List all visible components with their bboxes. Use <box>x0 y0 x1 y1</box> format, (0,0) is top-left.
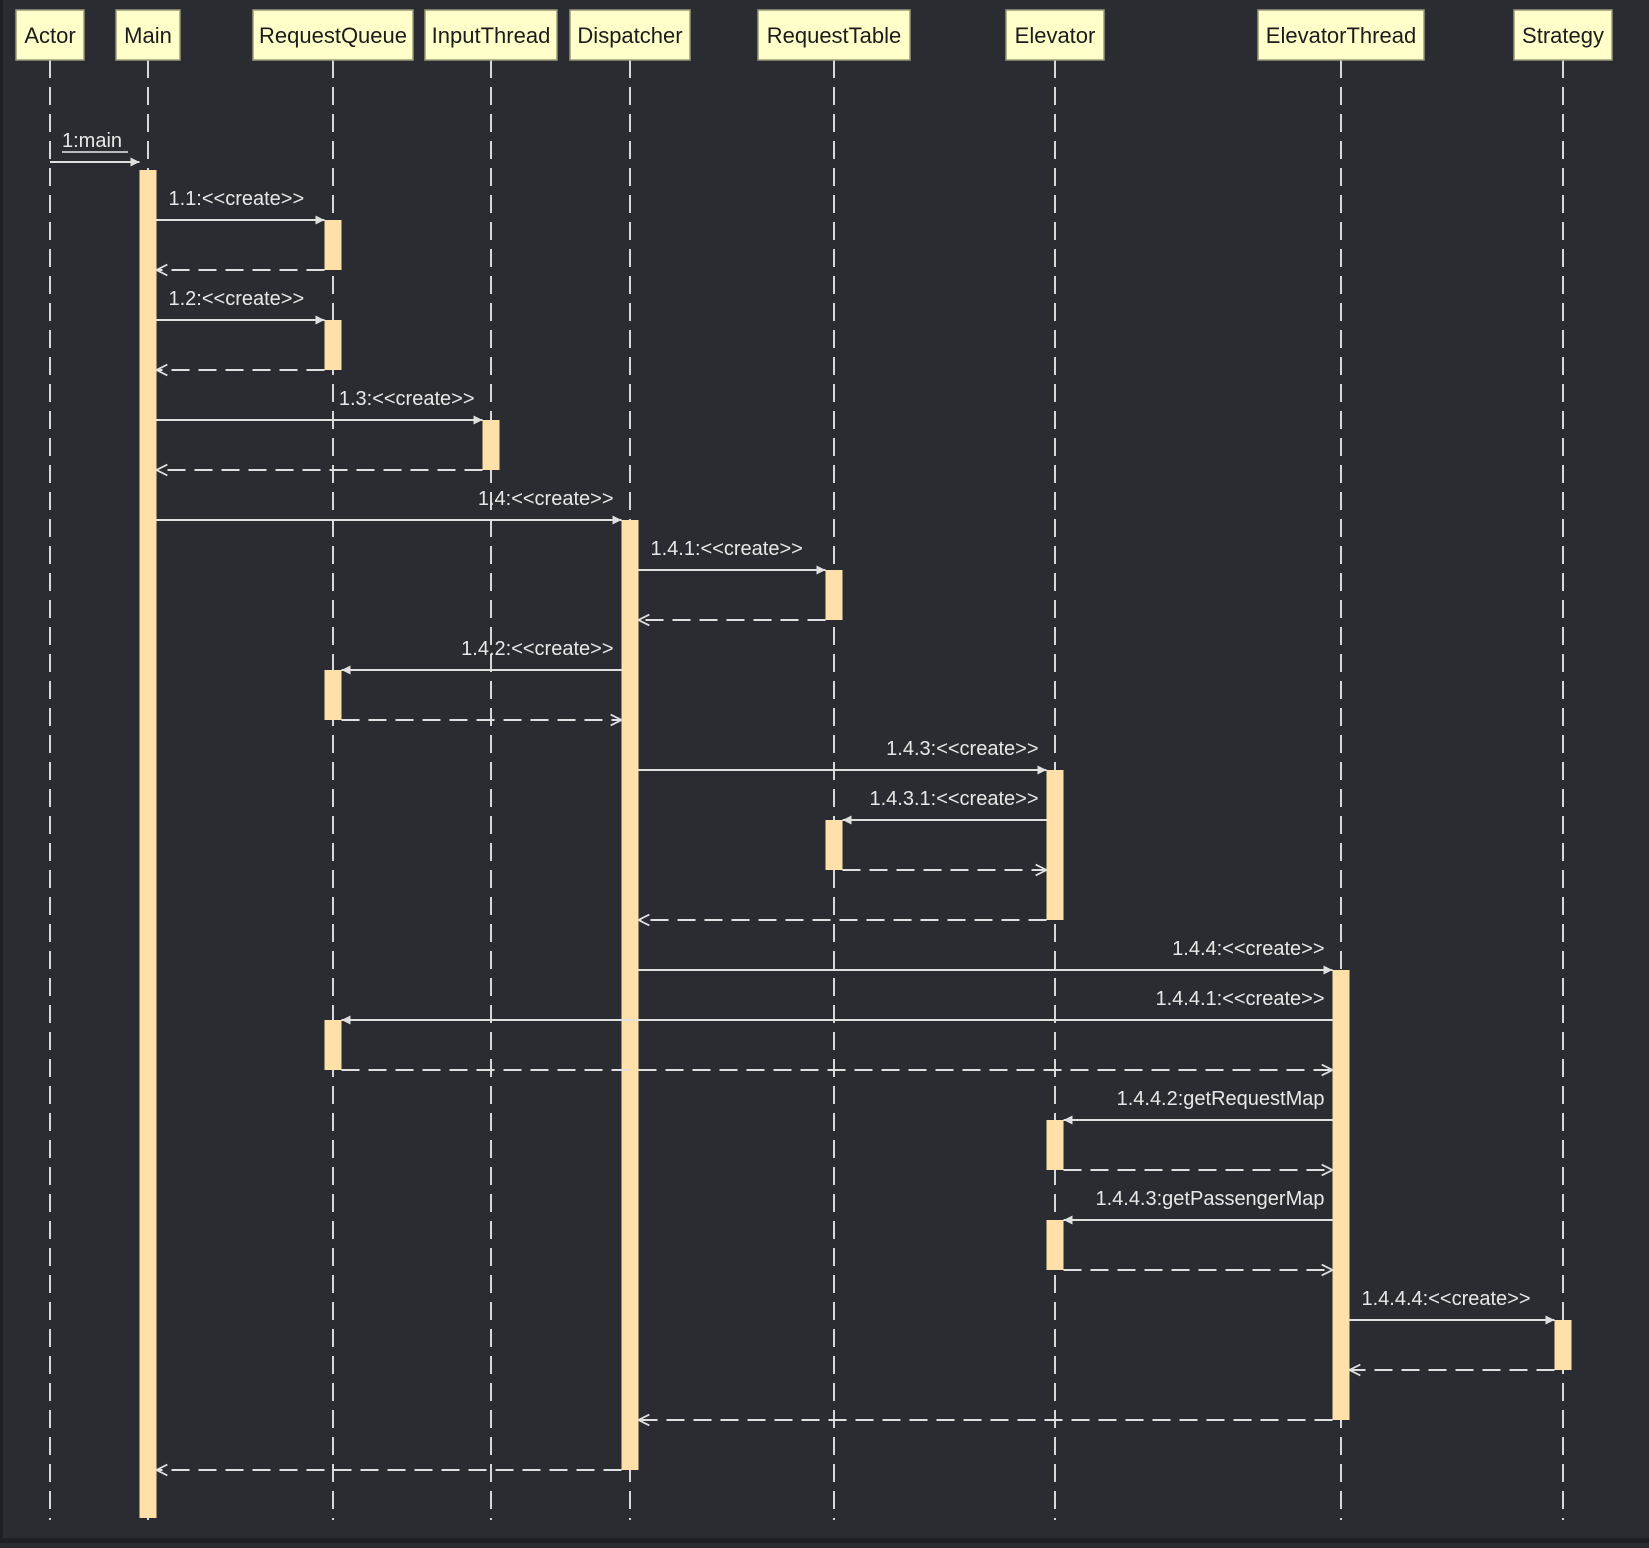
participant-box-inputthread <box>424 9 558 61</box>
activation-bar-requestqueue <box>324 670 342 720</box>
message-label-elevatorthread-to-strategy: 1.4.4.4:<<create>> <box>1362 1288 1531 1310</box>
message-label-elevatorthread-to-elevator: 1.4.4.2:getRequestMap <box>1117 1088 1325 1110</box>
activation-bar-inputthread <box>482 420 500 470</box>
activation-bar-elevatorthread <box>1332 970 1350 1420</box>
participant-label-inputthread: InputThread <box>432 23 551 48</box>
activation-bar-requestqueue <box>324 320 342 370</box>
message-label-elevatorthread-to-elevator: 1.4.4.3:getPassengerMap <box>1095 1188 1324 1210</box>
activation-bar-elevator <box>1046 770 1064 920</box>
participant-box-elevatorthread <box>1257 9 1425 61</box>
message-label-dispatcher-to-elevator: 1.4.3:<<create>> <box>886 738 1038 760</box>
participant-label-elevator: Elevator <box>1015 23 1096 48</box>
message-label-main-to-requestqueue: 1.2:<<create>> <box>169 288 305 310</box>
message-label-dispatcher-to-requestqueue: 1.4.2:<<create>> <box>461 638 613 660</box>
participant-box-requestqueue <box>252 9 414 61</box>
message-label-actor-to-main: 1:main <box>62 130 122 152</box>
participant-label-actor: Actor <box>24 23 75 48</box>
message-label-dispatcher-to-elevatorthread: 1.4.4:<<create>> <box>1172 938 1324 960</box>
participant-label-requesttable: RequestTable <box>767 23 902 48</box>
participant-box-requesttable <box>757 9 911 61</box>
participant-box-strategy <box>1513 9 1613 61</box>
message-label-main-to-dispatcher: 1.4:<<create>> <box>478 488 614 510</box>
activation-bar-requestqueue <box>324 220 342 270</box>
participant-box-main <box>115 9 181 61</box>
participant-box-actor <box>15 9 85 61</box>
frame-left-edge <box>0 0 3 1543</box>
activation-bar-elevator <box>1046 1120 1064 1170</box>
message-label-elevator-to-requesttable: 1.4.3.1:<<create>> <box>869 788 1038 810</box>
message-label-elevatorthread-to-requestqueue: 1.4.4.1:<<create>> <box>1155 988 1324 1010</box>
participant-box-dispatcher <box>569 9 691 61</box>
message-label-main-to-inputthread: 1.3:<<create>> <box>339 388 475 410</box>
activation-bar-requesttable <box>825 820 843 870</box>
participant-label-dispatcher: Dispatcher <box>577 23 682 48</box>
participant-label-requestqueue: RequestQueue <box>259 23 407 48</box>
participant-label-strategy: Strategy <box>1522 23 1604 48</box>
message-label-main-to-requestqueue: 1.1:<<create>> <box>169 188 305 210</box>
activation-bar-requestqueue <box>324 1020 342 1070</box>
frame-bottom-edge <box>0 1538 1649 1543</box>
message-label-dispatcher-to-requesttable: 1.4.1:<<create>> <box>651 538 803 560</box>
activation-bar-requesttable <box>825 570 843 620</box>
participant-label-elevatorthread: ElevatorThread <box>1266 23 1416 48</box>
participant-label-main: Main <box>124 23 172 48</box>
activation-bar-strategy <box>1554 1320 1572 1370</box>
activation-bar-elevator <box>1046 1220 1064 1270</box>
activation-bar-dispatcher <box>621 520 639 1470</box>
participant-box-elevator <box>1005 9 1105 61</box>
activation-bar-main <box>139 170 157 1518</box>
